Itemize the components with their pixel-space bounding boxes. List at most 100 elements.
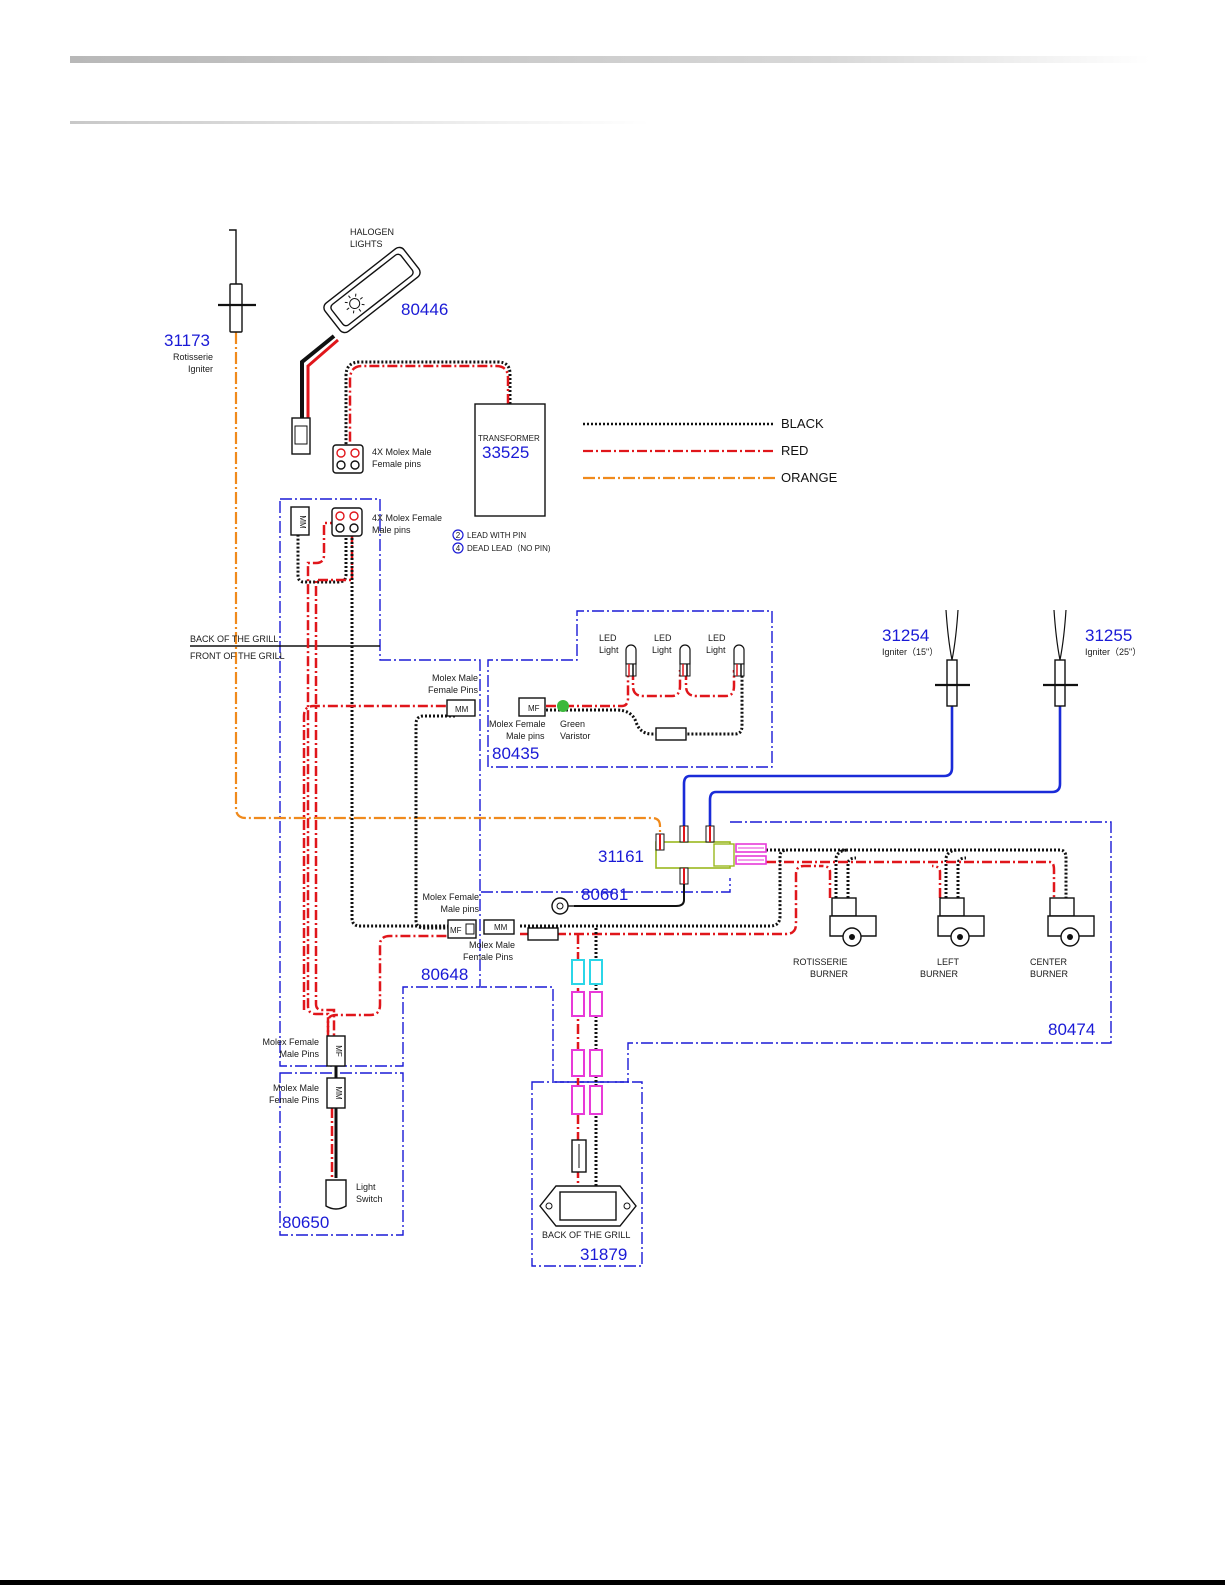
molex-4x-male-label-1: 4X Molex Male xyxy=(372,447,432,457)
wire-black-burners xyxy=(766,848,1068,898)
wire-red-4x-center xyxy=(314,532,354,1036)
svg-text:MF: MF xyxy=(450,926,462,935)
wire-red-burner-a xyxy=(821,864,832,898)
light-label-2: Light xyxy=(652,645,672,655)
molex-female-label-e2: Male Pins xyxy=(279,1049,319,1059)
mf-connector-mid: MF xyxy=(447,919,477,939)
light-label-3: Light xyxy=(706,645,726,655)
part-number-80650: 80650 xyxy=(282,1213,329,1232)
halogen-cable-black xyxy=(300,334,336,418)
rotisserie-igniter-31173 xyxy=(218,229,256,333)
part-number-33525: 33525 xyxy=(482,443,529,462)
wire-transformer-black xyxy=(344,360,512,445)
molex-male-label-f1: Molex Male xyxy=(273,1083,319,1093)
light-switch-icon xyxy=(325,1179,347,1210)
molex-female-label-a2: Male pins xyxy=(506,731,545,741)
wire-red-right-loop xyxy=(326,934,450,1036)
note-circle-4: 4 xyxy=(452,542,464,554)
svg-text:MM: MM xyxy=(455,705,469,714)
svg-text:MM: MM xyxy=(298,515,307,529)
footer-rule xyxy=(0,1580,1225,1585)
mm-connector-top: MM xyxy=(290,506,310,536)
part-number-80648: 80648 xyxy=(421,965,468,984)
fuse-80435 xyxy=(655,727,687,741)
igniter-31254 xyxy=(935,609,970,707)
legend-black-label: BLACK xyxy=(781,416,824,431)
green-varistor-icon xyxy=(557,700,569,712)
rotisserie-burner-label-2: BURNER xyxy=(810,969,849,979)
note-lead-with-pin: LEAD WITH PIN xyxy=(467,531,526,540)
light-switch-label-1: Light xyxy=(356,1182,376,1192)
led-light-2 xyxy=(679,644,691,677)
led-label-2: LED xyxy=(654,633,672,643)
mf-connector-bottom: MF xyxy=(326,1035,346,1067)
transformer-title: TRANSFORMER xyxy=(478,434,540,443)
light-switch-label-2: Switch xyxy=(356,1194,383,1204)
molex-4x-female-label-1: 4X Molex Female xyxy=(372,513,442,523)
wire-red-left-long xyxy=(302,704,448,1010)
left-burner-valve xyxy=(937,897,985,947)
wire-black-burner-b xyxy=(944,848,959,898)
wire-orange-rotisserie xyxy=(234,332,662,850)
mm-connector-mid: MM xyxy=(446,699,476,717)
spark-module-31161 xyxy=(655,825,767,885)
spark-generator-31879 xyxy=(539,1185,637,1227)
box-80648 xyxy=(279,498,481,1067)
rotisserie-igniter-label-2: Igniter xyxy=(188,364,213,374)
box-80435 xyxy=(487,610,773,768)
back-of-grill-label: BACK OF THE GRILL xyxy=(190,634,278,644)
wire-black-burner-a xyxy=(834,848,849,898)
molex-4x-male-label-2: Female pins xyxy=(372,459,422,469)
part-number-80446: 80446 xyxy=(401,300,448,319)
svg-text:2: 2 xyxy=(456,531,461,540)
note-dead-lead: DEAD LEAD（NO PIN) xyxy=(467,544,551,553)
led-label-1: LED xyxy=(599,633,617,643)
fuse-31879 xyxy=(571,1139,587,1173)
part-number-31173: 31173 xyxy=(164,331,210,350)
mm-connector-lower: MM xyxy=(483,919,515,935)
wire-red-led xyxy=(546,670,630,708)
wire-black-led xyxy=(546,670,744,736)
wire-black-80661 xyxy=(574,878,685,907)
molex-4x-male-top xyxy=(332,444,364,474)
molex-male-label-d1: Molex Male xyxy=(469,940,515,950)
halogen-title-2: LIGHTS xyxy=(350,239,383,249)
wire-black-4x-down xyxy=(296,533,348,584)
halogen-light-80446 xyxy=(323,246,421,334)
molex-male-label-b1: Molex Male xyxy=(432,673,478,683)
center-burner-label-1: CENTER xyxy=(1030,957,1068,967)
part-number-31254: 31254 xyxy=(882,626,929,645)
halogen-cable-red xyxy=(306,338,339,418)
wire-black-burner-c xyxy=(846,856,857,898)
wire-red-burners xyxy=(766,860,1056,898)
left-burner-label-1: LEFT xyxy=(937,957,960,967)
box-80661 xyxy=(481,878,731,893)
wire-transformer-red xyxy=(348,364,510,445)
back-of-grill-31879: BACK OF THE GRILL xyxy=(542,1230,630,1240)
igniter-31255 xyxy=(1043,609,1078,707)
box-80474 xyxy=(481,821,1112,1083)
led-light-1 xyxy=(625,644,637,677)
light-label-1: Light xyxy=(599,645,619,655)
wire-blue-31255 xyxy=(708,706,1062,828)
center-burner-label-2: BURNER xyxy=(1030,969,1069,979)
molex-4x-female-label-2: Male pins xyxy=(372,525,411,535)
halogen-title-1: HALOGEN xyxy=(350,227,394,237)
header-rule-sub xyxy=(70,121,650,124)
molex-female-label-a1: Molex Female xyxy=(489,719,546,729)
svg-text:MM: MM xyxy=(494,923,508,932)
molex-4x-female xyxy=(331,507,363,537)
mf-connector-80435: MF xyxy=(518,697,546,717)
center-burner-valve xyxy=(1047,897,1095,947)
legend-orange-label: ORANGE xyxy=(781,470,838,485)
wire-black-spark-main xyxy=(520,848,789,928)
wire-red-burner-b xyxy=(931,864,942,898)
igniter-31255-label: Igniter（25"） xyxy=(1085,647,1141,657)
svg-text:MF: MF xyxy=(334,1045,343,1057)
wire-black-burner-d xyxy=(956,856,967,898)
molex-female-label-c1: Molex Female xyxy=(422,892,479,902)
header-rule-top xyxy=(70,56,1150,63)
box-80650 xyxy=(279,1072,404,1236)
spade-connectors xyxy=(571,959,603,1115)
